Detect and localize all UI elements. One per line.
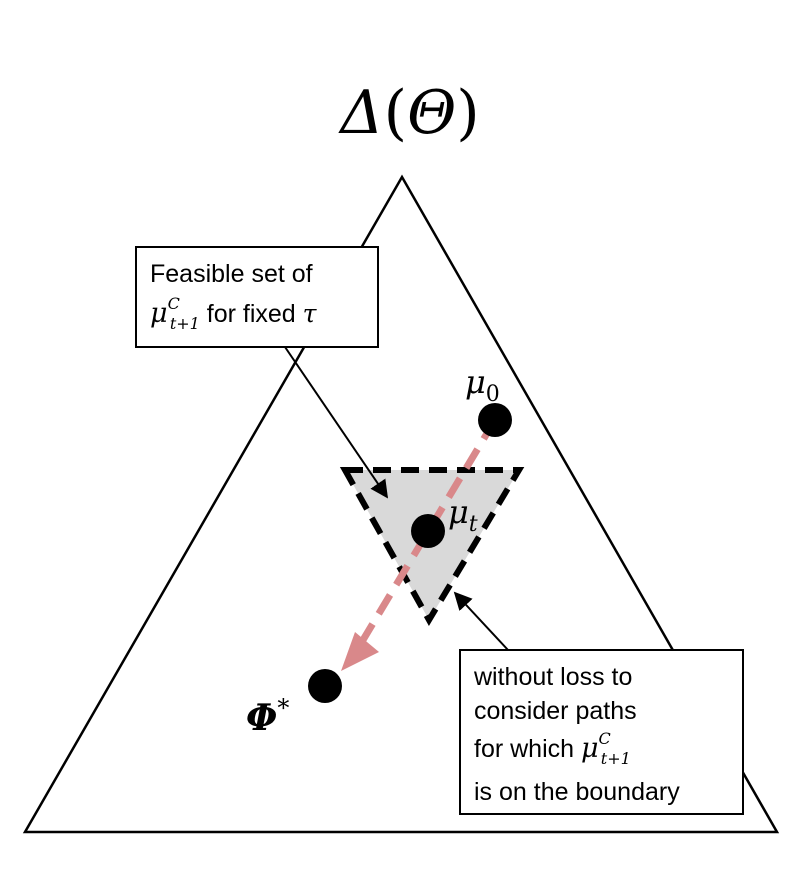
label-mu-0: μ0 [465,363,500,407]
label-mu-t: μt [448,493,478,537]
boundary-callout-line1: without loss to [473,663,632,691]
feasible-set-callout-box [135,246,379,348]
boundary-callout: without loss to consider paths for which… [459,649,744,815]
boundary-callout-line2: consider paths [474,697,637,725]
feasible-set-pointer-arrow [284,346,389,499]
simplex-title: Δ(Θ) [338,78,479,148]
simplex-triangle [22,174,780,834]
trajectory-path [353,418,499,652]
boundary-callout-box [459,649,744,815]
feasible-set-boundary [339,467,525,626]
label-phi-star: Φ* [246,694,289,739]
point-phi-star [308,669,342,703]
point-mu-0 [478,403,512,437]
boundary-callout-line4: is on the boundary [474,778,680,806]
boundary-pointer-arrow [453,591,509,651]
trajectory-arrowhead [341,632,379,671]
point-mu-t [411,514,445,548]
feasible-set-callout-line1: Feasible set of [150,260,313,288]
